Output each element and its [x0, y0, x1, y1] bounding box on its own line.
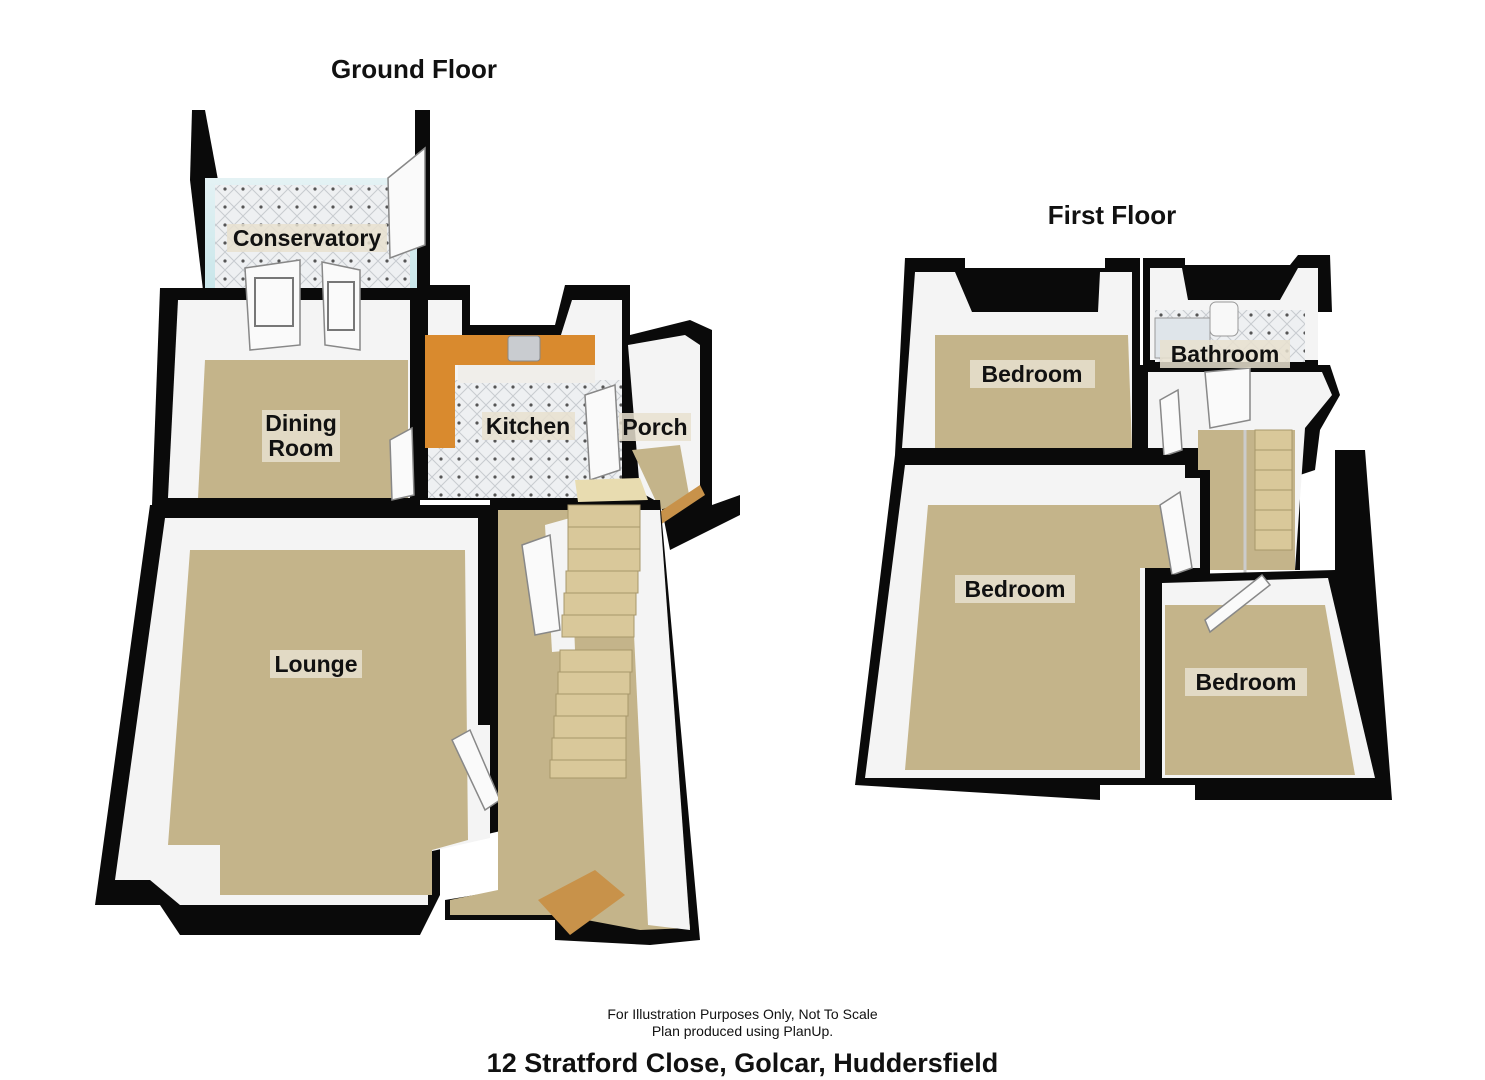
bathroom-door	[1204, 367, 1251, 429]
kitchen-worktop	[425, 335, 595, 448]
first-floor-title: First Floor	[1048, 200, 1177, 230]
first-floor-plan: First Floor Bedroom Bathroom Bedroom Bed…	[855, 200, 1392, 800]
property-address: 12 Stratford Close, Golcar, Huddersfield	[486, 1048, 999, 1078]
kitchen-room	[389, 285, 630, 501]
bathroom-label: Bathroom	[1171, 341, 1280, 367]
bedroom-middle-door	[1159, 490, 1193, 577]
bedroom-right-door	[1204, 573, 1272, 634]
porch-door	[655, 485, 705, 525]
bedroom-right-label: Bedroom	[1196, 669, 1297, 695]
staircase	[549, 504, 641, 779]
dining-french-door-right	[321, 261, 361, 351]
dining-french-door-left	[244, 259, 301, 351]
kitchen-dining-door	[389, 426, 415, 501]
disclaimer-line-2: Plan produced using PlanUp.	[651, 1023, 834, 1039]
disclaimer-line-1: For Illustration Purposes Only, Not To S…	[607, 1006, 878, 1022]
lounge-label: Lounge	[274, 651, 357, 677]
porch-label: Porch	[622, 414, 687, 440]
landing-staircase	[1254, 429, 1293, 551]
dining-room	[152, 259, 420, 505]
bedroom-middle-room	[855, 455, 1210, 800]
ground-floor-title: Ground Floor	[331, 54, 497, 84]
lounge-room	[95, 505, 505, 935]
toilet-icon	[1209, 301, 1239, 337]
conservatory-label: Conservatory	[233, 225, 381, 251]
dining-room-label-line1: Dining	[265, 410, 337, 436]
bedroom-top-room	[895, 258, 1140, 455]
hall-door	[521, 533, 561, 636]
bedroom-middle-label: Bedroom	[965, 576, 1066, 602]
kitchen-label: Kitchen	[486, 413, 570, 439]
dining-room-label-line2: Room	[268, 435, 333, 461]
hall-stairs	[445, 478, 700, 945]
kitchen-porch-door	[584, 383, 621, 482]
sink-icon	[507, 335, 541, 362]
bedroom-top-door	[1159, 388, 1183, 458]
front-door	[538, 870, 625, 935]
bedroom-top-label: Bedroom	[982, 361, 1083, 387]
ground-floor-plan: Ground Floor Conservatory Dining Room Ki…	[95, 54, 740, 945]
conservatory-door	[387, 146, 426, 260]
conservatory-room	[190, 110, 430, 290]
